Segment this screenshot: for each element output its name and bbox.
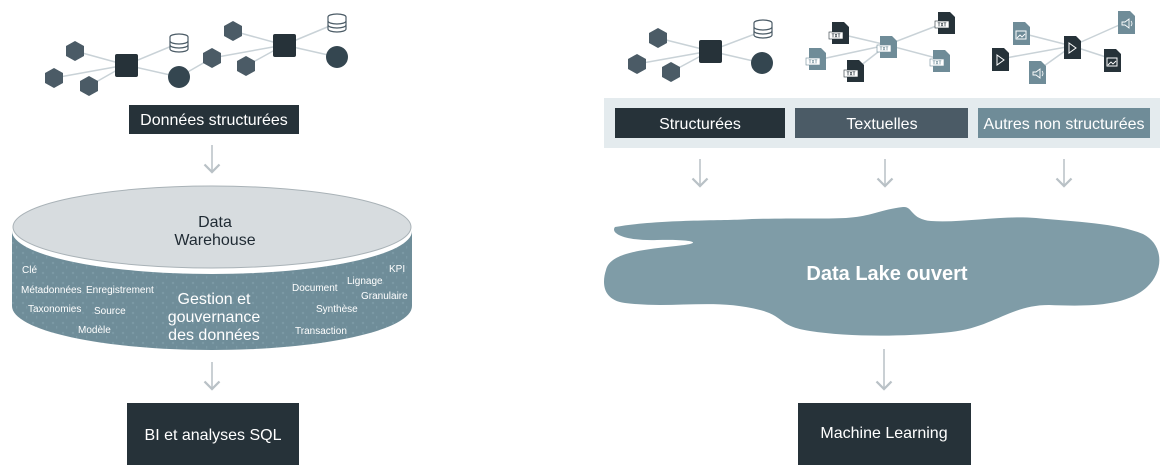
text-document-icon: TXT [805,48,826,70]
text-document-icon: TXT [934,12,955,34]
svg-text:TXT: TXT [808,60,817,66]
keyword-modele: Modèle [78,325,111,336]
keyword-kpi: KPI [389,264,405,275]
keyword-lignage: Lignage [347,276,383,287]
structured-data-label: Données structurées [140,112,288,129]
text-category-label: Textuelles [846,116,917,133]
keyword-document: Document [292,283,338,294]
text-document-icon: TXT [843,60,864,82]
video-file-icon [992,48,1009,71]
structured-category-label: Structurées [659,116,741,133]
text-document-network-icon: TXT TXT TXT TXT TXT TXT [805,12,955,82]
keyword-metadonnees: Métadonnées [21,285,82,296]
svg-text:TXT: TXT [879,47,888,53]
table-icon [273,34,296,57]
bi-sql-box: BI et analyses SQL [127,403,299,465]
svg-text:TXT: TXT [846,72,855,78]
keyword-granulaire: Granulaire [361,291,408,302]
data-lake-label: Data Lake ouvert [806,263,968,285]
text-document-icon: TXT [876,36,897,58]
data-type-panel: Structurées Textuelles Autres non struct… [604,98,1160,148]
keyword-cle: Clé [22,265,37,276]
machine-learning-box: Machine Learning [798,403,971,465]
left-network-nodes [45,13,348,96]
unstructured-category-label: Autres non structurées [984,116,1145,133]
keyword-source: Source [94,306,126,317]
table-icon [115,54,138,77]
database-icon [327,13,347,33]
keyword-transaction: Transaction [295,326,347,337]
keyword-taxonomies: Taxonomies [28,304,81,315]
unstructured-category-box [978,108,1150,138]
bi-sql-label: BI et analyses SQL [145,427,282,444]
data-lake-shape: Data Lake ouvert [603,206,1160,336]
svg-text:TXT: TXT [937,23,946,29]
image-file-icon [1013,22,1030,45]
database-icon [169,33,189,53]
image-file-icon [1104,49,1121,72]
text-category-box [795,108,968,138]
data-warehouse-cylinder: Data Warehouse Gestion et gouvernance de… [12,185,412,350]
database-icon [753,19,773,39]
structured-category-box [615,108,785,138]
machine-learning-label: Machine Learning [820,425,947,442]
video-file-icon [1064,36,1081,59]
keyword-synthese: Synthèse [316,304,358,315]
governance-title-line-1: Gestion et [178,291,251,308]
right-structured-network-icon [628,19,773,82]
governance-title-line-3: des données [168,327,260,344]
keyword-enregistrement: Enregistrement [86,285,154,296]
audio-file-icon [1029,61,1046,84]
audio-file-icon [1118,11,1135,34]
warehouse-title-line-2: Warehouse [174,232,255,249]
unstructured-media-network-icon [992,11,1135,84]
warehouse-title-line-1: Data [198,214,232,231]
text-document-icon: TXT [929,50,950,72]
svg-text:TXT: TXT [932,61,941,67]
structured-data-box: Données structurées [129,105,299,134]
text-document-icon: TXT [828,22,849,44]
governance-title-line-2: gouvernance [168,309,261,326]
svg-text:TXT: TXT [831,34,840,40]
